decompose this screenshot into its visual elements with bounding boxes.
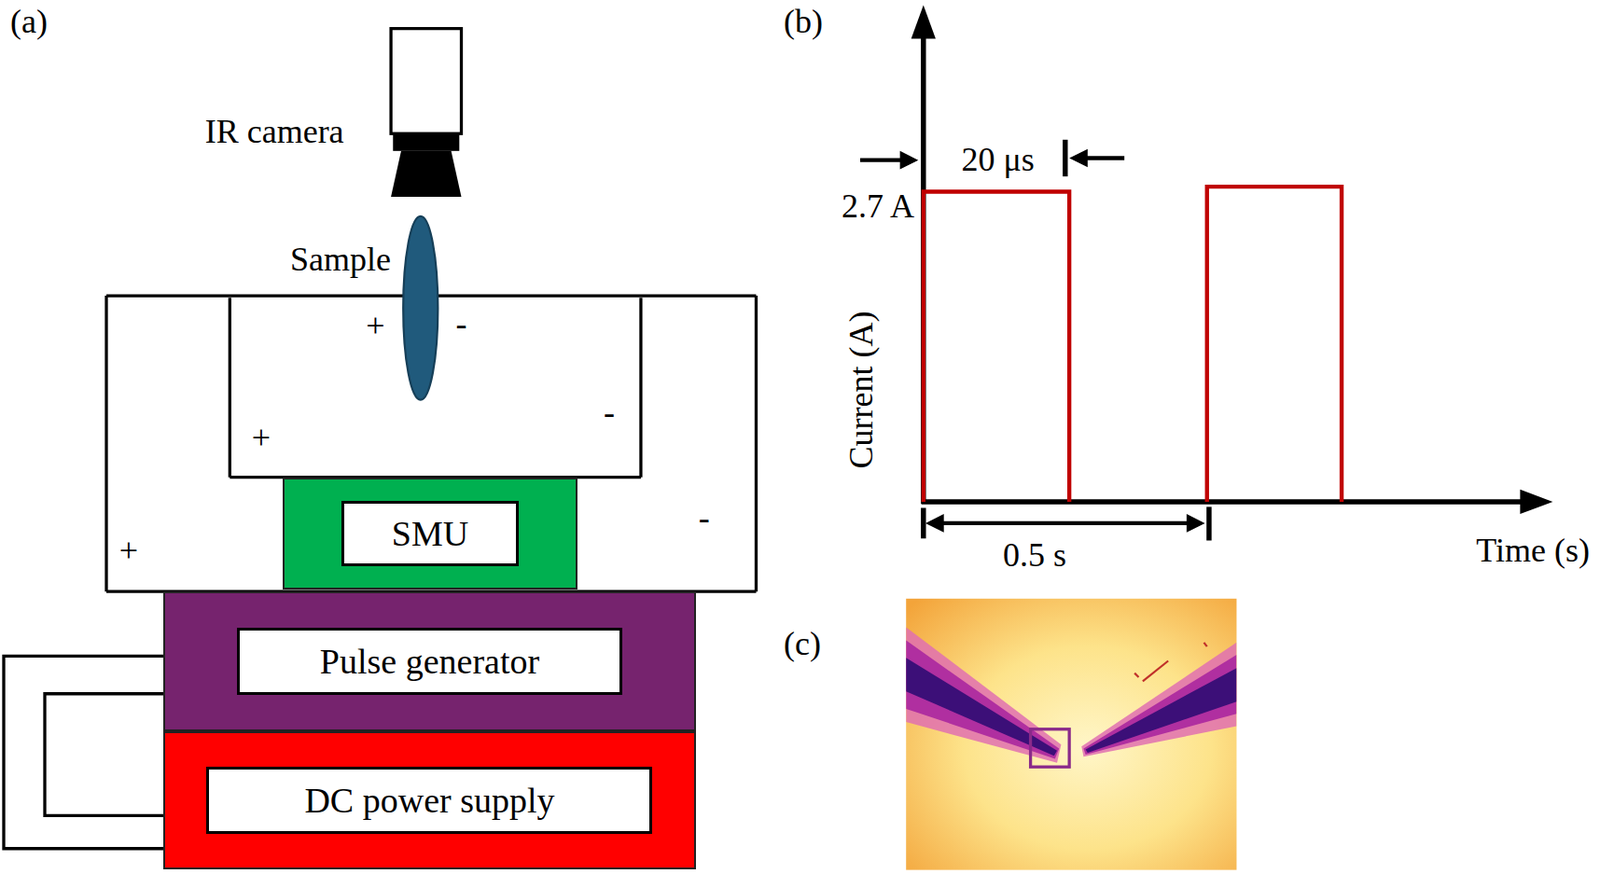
current-pulse [923,192,1070,502]
panel-label: (b) [783,3,823,42]
probe-core [905,657,1058,756]
dimension-arrow [1083,155,1125,160]
node-label: DC power supply [206,766,653,835]
node-label: Pulse generator [236,627,623,696]
scratch-mark [1142,660,1169,682]
scratch-mark [1203,642,1207,647]
polarity-sign: - [603,394,615,432]
pulse-generator-box: Pulse generator [163,591,696,732]
dimension-arrow [860,157,905,162]
dimension-tick [1062,139,1068,177]
wire [44,694,164,817]
wire [3,655,164,849]
camera-body [390,28,461,135]
axis-arrowhead [1519,489,1553,515]
panel-label: (c) [783,626,821,664]
camera-label: IR camera [205,113,345,152]
current-pulse [1207,186,1342,502]
wire [639,297,642,477]
polarity-sign: - [698,500,710,538]
region-marker [1030,729,1071,767]
probe [905,640,1059,760]
dimension-tick [1206,506,1211,541]
polarity-sign: + [119,532,139,571]
axis-arrowhead [911,4,936,39]
power-supply-box: DC power supply [163,731,696,870]
dimension-arrow [938,521,1192,526]
dimension-arrowhead [1069,149,1088,168]
panel-label: (a) [10,3,48,42]
thermal-image [905,598,1237,871]
sample-label: Sample [290,241,391,279]
dimension-tick [920,507,926,539]
x-axis [921,499,1526,504]
node-label: SMU [341,500,519,567]
camera-lens [392,133,460,152]
camera-lens [390,151,461,197]
wire [754,295,758,592]
wire [104,295,108,592]
axis-title: Time (s) [1475,532,1590,571]
smu-box: SMU [282,477,578,590]
period-label: 0.5 s [1002,537,1067,575]
probe-group [905,626,1237,763]
pulse-width-label: 20 μs [961,141,1035,180]
dimension-arrowhead [900,151,919,170]
polarity-sign: + [251,420,271,459]
probe-core [1085,667,1238,753]
wire [228,297,232,477]
axis-title: Current (A) [843,310,881,469]
dimension-arrowhead [1186,514,1206,533]
probe [1083,654,1237,755]
dimension-arrowhead [925,514,945,533]
amplitude-label: 2.7 A [841,188,915,226]
scratch-mark [1134,673,1139,678]
probe-glow [1081,642,1237,757]
polarity-sign: + [365,307,385,346]
probe-glow [905,626,1061,763]
sample-ellipse [403,216,438,401]
polarity-sign: - [455,306,467,344]
